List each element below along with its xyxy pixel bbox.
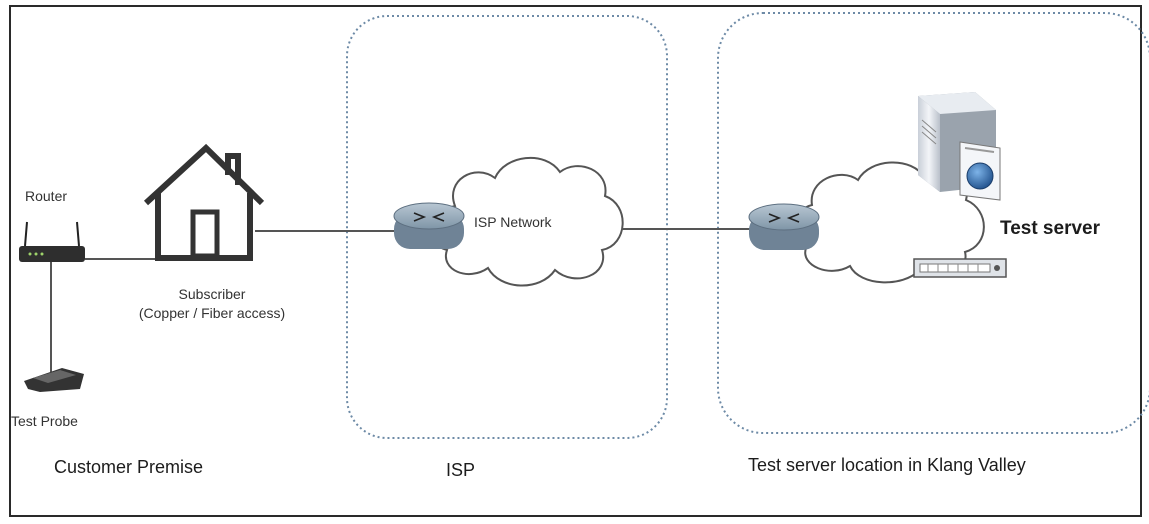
- router-label: Router: [25, 188, 68, 204]
- network-switch-icon: [913, 258, 1007, 278]
- isp-zone-box: [346, 15, 668, 439]
- server-router-icon: [748, 203, 820, 250]
- test-probe-icon: [24, 368, 84, 392]
- isp-cloud-icon: [431, 156, 624, 287]
- server-cloud-icon: [792, 161, 985, 284]
- house-icon: [143, 143, 265, 261]
- diagram-frame: [9, 5, 1142, 517]
- router-icon: [19, 221, 85, 262]
- zone-isp: ISP: [446, 460, 476, 480]
- subscriber-access-label: (Copper / Fiber access): [138, 305, 286, 321]
- server-icon: [918, 92, 1001, 201]
- test-server-zone-box: [717, 12, 1149, 434]
- test-server-label: Test server: [1000, 218, 1100, 239]
- isp-network-label: ISP Network: [474, 214, 552, 230]
- zone-customer-premise: Customer Premise: [54, 457, 204, 477]
- isp-router-icon: [393, 202, 465, 249]
- globe-icon: [966, 162, 994, 190]
- test-probe-label: Test Probe: [11, 413, 78, 429]
- subscriber-label: Subscriber: [178, 286, 246, 302]
- zone-test-server-location: Test server location in Klang Valley: [748, 455, 1026, 475]
